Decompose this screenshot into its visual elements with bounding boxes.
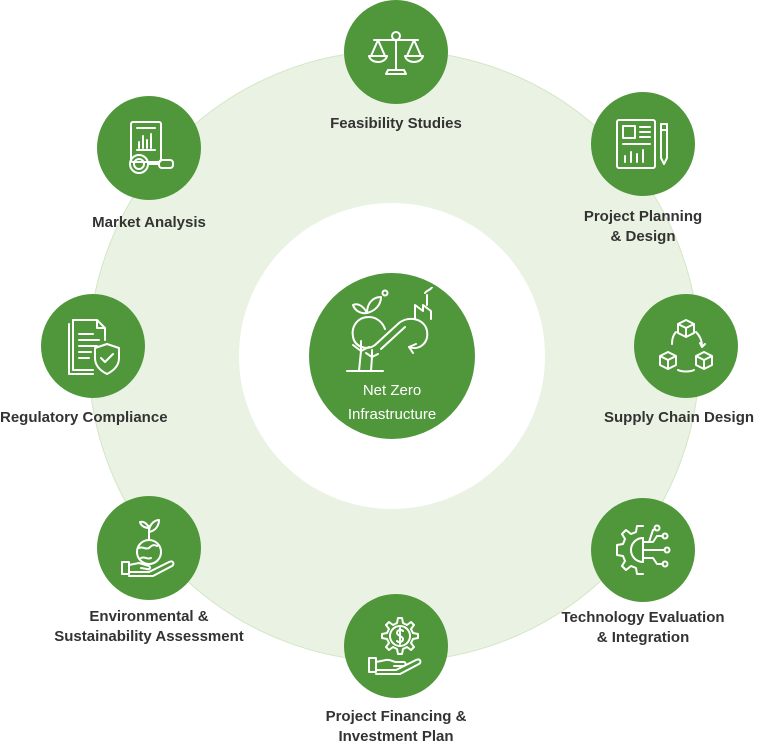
label-feasibility-studies: Feasibility Studies — [330, 115, 462, 132]
label-environmental-assessment: Environmental & Sustainability Assessmen… — [54, 608, 244, 645]
gear-circuit-icon — [616, 524, 671, 575]
node-environmental-assessment[interactable] — [97, 496, 201, 600]
label-regulatory-compliance: Regulatory Compliance — [0, 409, 168, 426]
cubes-cycle-icon — [659, 319, 713, 373]
magnifier-report-icon — [129, 121, 174, 174]
dollar-gear-hand-icon — [368, 617, 422, 675]
node-supply-chain-design[interactable] — [634, 294, 738, 398]
center-title-line2: Infrastructure — [347, 406, 437, 423]
node-feasibility-studies[interactable] — [344, 0, 448, 104]
center-hub: Net Zero Infrastructure — [309, 273, 475, 439]
node-project-financing[interactable] — [344, 594, 448, 698]
balance-scale-icon — [368, 31, 424, 75]
label-technology-evaluation: Technology Evaluation & Integration — [561, 609, 725, 646]
label-project-planning: Project Planning & Design — [583, 208, 703, 245]
globe-hand-icon — [121, 519, 175, 577]
circular-economy-icon — [346, 287, 433, 372]
document-shield-icon — [68, 319, 120, 375]
label-project-financing: Project Financing & Investment Plan — [325, 708, 467, 745]
node-project-planning[interactable] — [591, 92, 695, 196]
label-supply-chain-design: Supply Chain Design — [604, 409, 755, 426]
center-title-line1: Net Zero — [362, 382, 422, 399]
label-market-analysis: Market Analysis — [92, 214, 206, 231]
node-market-analysis[interactable] — [97, 96, 201, 200]
node-technology-evaluation[interactable] — [591, 498, 695, 602]
node-regulatory-compliance[interactable] — [41, 294, 145, 398]
document-pen-icon — [616, 119, 668, 169]
